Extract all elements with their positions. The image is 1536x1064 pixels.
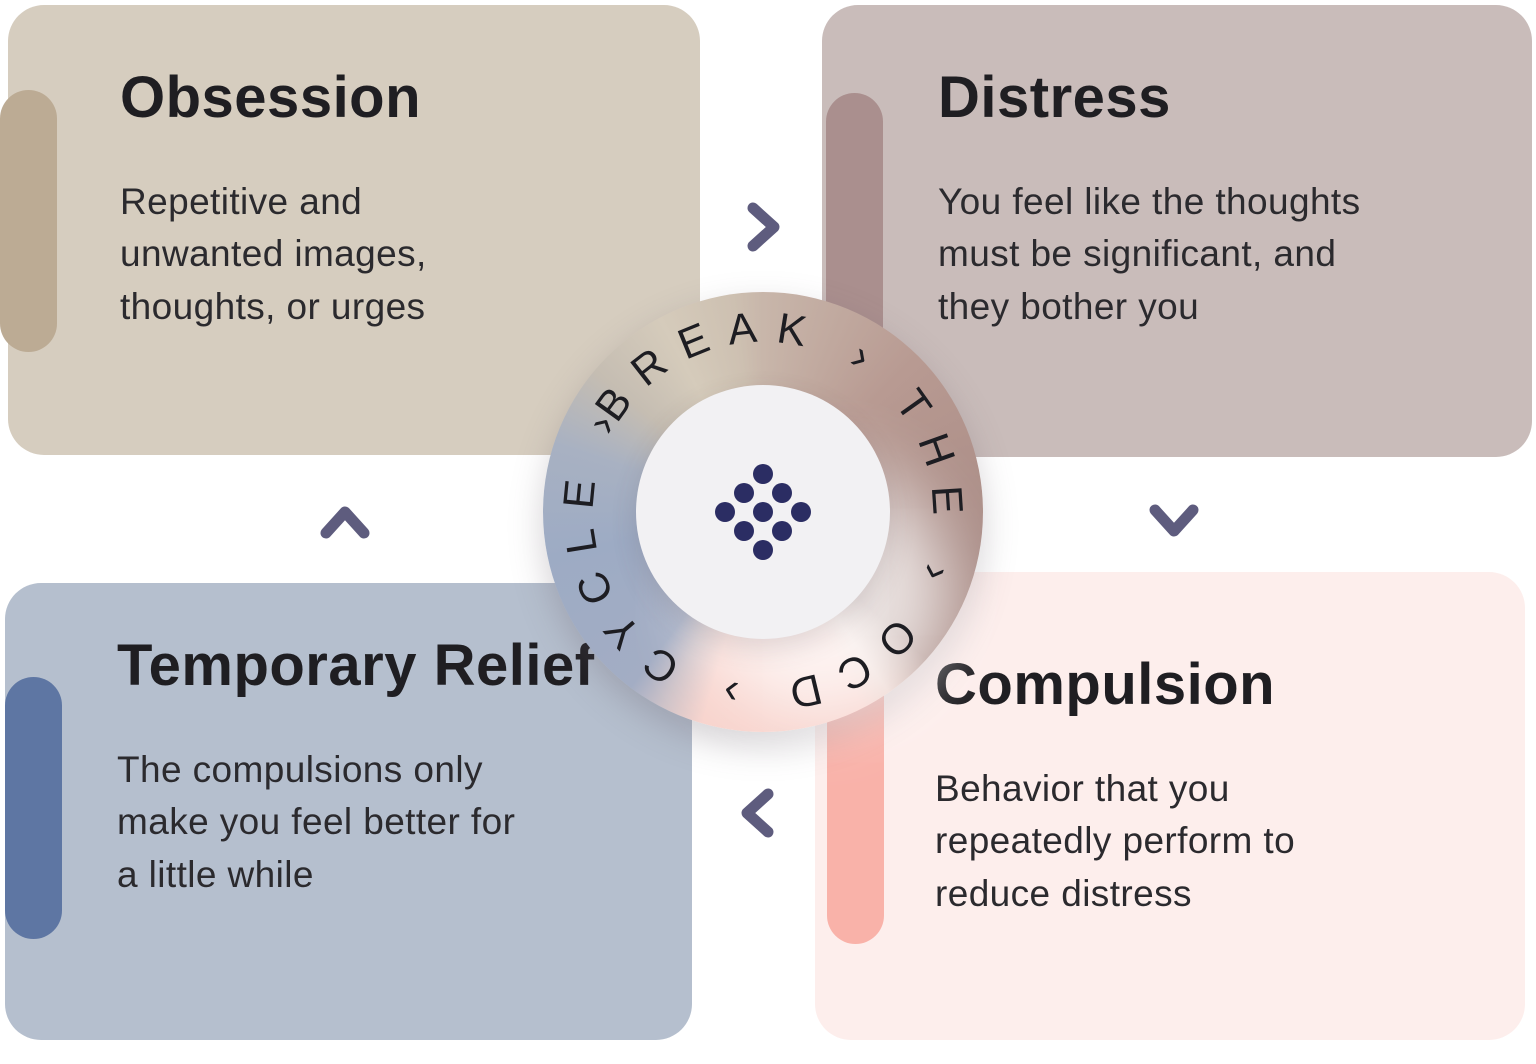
temporary-relief-accent-bar xyxy=(5,677,62,939)
distress-title: Distress xyxy=(938,65,1171,130)
flow-arrow-left-icon xyxy=(741,788,774,838)
obsession-title: Obsession xyxy=(120,65,422,130)
badge-inner-circle xyxy=(636,385,890,639)
temporary-relief-title: Temporary Relief xyxy=(117,633,595,698)
svg-text:BREAK › THE › OCD › CYCLE ›: BREAK › THE › OCD › CYCLE › xyxy=(555,304,972,720)
flow-arrow-up-icon xyxy=(320,506,370,539)
compulsion-title: Compulsion xyxy=(935,652,1276,717)
flow-arrow-down-icon xyxy=(1149,504,1199,537)
obsession-accent-bar xyxy=(0,90,57,352)
dot-grid-diamond-icon xyxy=(715,464,811,560)
compulsion-description: Behavior that you repeatedly perform to … xyxy=(935,767,1296,914)
ring-text: BREAK › THE › OCD › CYCLE › xyxy=(555,304,972,720)
obsession-description: Repetitive and unwanted images, thoughts… xyxy=(120,180,427,327)
break-the-ocd-cycle-badge: BREAK › THE › OCD › CYCLE › xyxy=(543,292,983,732)
temporary-relief-description: The compulsions only make you feel bette… xyxy=(117,748,516,895)
card-temporary-relief: Temporary Relief The compulsions only ma… xyxy=(5,583,692,1040)
card-obsession: Obsession Repetitive and unwanted images… xyxy=(0,5,700,455)
flow-arrow-right-icon xyxy=(747,202,780,252)
distress-description: You feel like the thoughts must be signi… xyxy=(938,180,1361,327)
